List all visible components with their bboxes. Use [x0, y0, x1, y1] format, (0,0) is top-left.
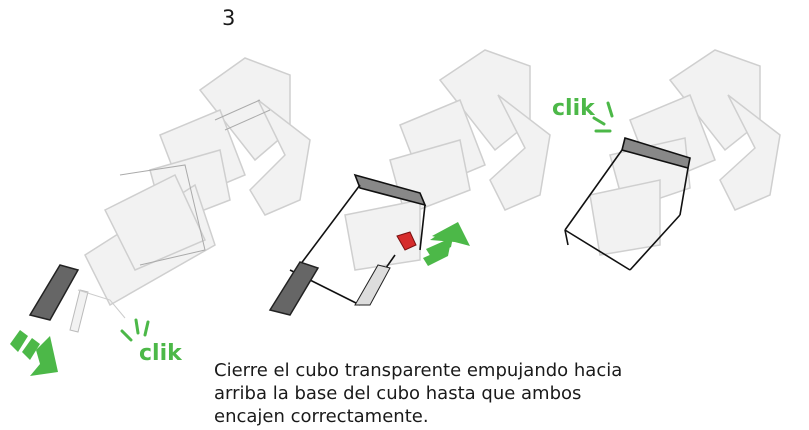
click-label-right: clik — [552, 96, 595, 121]
caption-line: arriba la base del cubo hasta que ambos — [214, 383, 582, 404]
instruction-caption: Cierre el cubo transparente empujando ha… — [214, 359, 684, 428]
caption-line: encajen correctamente. — [214, 406, 429, 427]
click-sound-lines-icon — [592, 101, 614, 133]
caption-line: Cierre el cubo transparente empujando ha… — [214, 360, 623, 381]
click-label-left: clik — [139, 341, 182, 366]
green-arrow-icon — [10, 330, 58, 376]
red-latch-icon — [396, 231, 417, 251]
step-number: 3 — [222, 6, 236, 30]
green-arrow-icon — [423, 222, 470, 266]
click-sound-lines-icon — [120, 318, 150, 342]
bin-flap-closing — [268, 261, 391, 316]
bin-flap — [28, 264, 126, 333]
